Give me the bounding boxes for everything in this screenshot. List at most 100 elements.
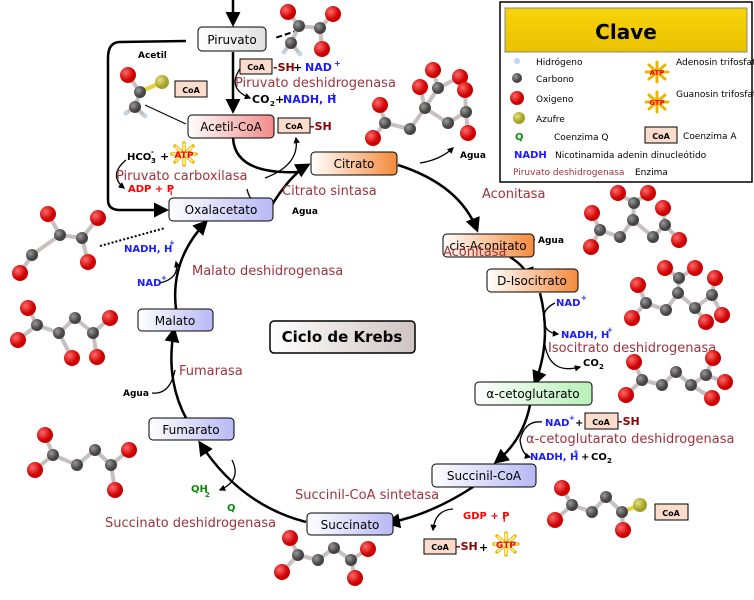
oxygen-atom bbox=[37, 427, 53, 443]
svg-text:+: + bbox=[581, 452, 589, 463]
oxygen-atom bbox=[274, 564, 290, 580]
svg-text:Acetil-CoA: Acetil-CoA bbox=[200, 120, 262, 134]
svg-text:NAD: NAD bbox=[556, 298, 580, 309]
cetoglutarato-molecule bbox=[618, 350, 733, 406]
svg-text:NADH: NADH bbox=[514, 150, 547, 161]
coa-box bbox=[174, 80, 208, 98]
carbon-atom bbox=[600, 491, 612, 503]
oxygen-atom bbox=[20, 300, 36, 316]
svg-text:Oxalacetato: Oxalacetato bbox=[185, 203, 258, 217]
carbon-atom bbox=[87, 327, 99, 339]
enzyme-alfa-cetoglutarato-deshidrogenasa: α-cetoglutarato deshidrogenasa bbox=[526, 432, 734, 447]
hydrogen-atom bbox=[297, 51, 303, 57]
svg-text:+: + bbox=[573, 448, 579, 456]
carbon-atom bbox=[672, 287, 684, 299]
oxygen-atom bbox=[80, 254, 96, 270]
node-piruvato[interactable]: Piruvato bbox=[197, 26, 267, 52]
enzyme-aconitasa-2: Aconitasa bbox=[443, 245, 506, 260]
carbon-atom bbox=[460, 106, 472, 118]
oxygen-atom bbox=[412, 79, 428, 95]
oxygen-atom bbox=[687, 260, 703, 276]
svg-text:+: + bbox=[169, 239, 175, 247]
svg-text:NADH, H: NADH, H bbox=[561, 330, 609, 341]
svg-text:Coenzima Q: Coenzima Q bbox=[554, 133, 608, 143]
enzyme-malato-deshidrogenasa: Malato deshidrogenasa bbox=[192, 264, 343, 279]
enzyme-aconitasa-1: Aconitasa bbox=[482, 187, 545, 202]
svg-text:CO: CO bbox=[252, 93, 269, 106]
carbon-atom bbox=[285, 37, 297, 49]
hydrogen-atom bbox=[281, 49, 287, 55]
arrow-citrato-cis-aconitato bbox=[397, 163, 480, 233]
oxygen-atom bbox=[671, 232, 687, 248]
node-succinil-coa[interactable]: Succinil-CoA bbox=[431, 463, 537, 488]
gtp-icon: GTP bbox=[492, 531, 520, 557]
oxygen-atom bbox=[655, 200, 671, 216]
oxygen-atom bbox=[626, 354, 642, 370]
oxygen-atom bbox=[372, 97, 388, 113]
oxygen-atom bbox=[365, 130, 381, 146]
node-oxalacetato[interactable]: Oxalacetato bbox=[168, 197, 274, 222]
carbon-atom bbox=[404, 123, 416, 135]
svg-text:HCO: HCO bbox=[127, 152, 151, 163]
svg-text:+: + bbox=[293, 61, 302, 74]
svg-text:ATP: ATP bbox=[650, 69, 665, 77]
svg-text:+: + bbox=[330, 91, 337, 100]
carbon-atom bbox=[673, 272, 685, 284]
carbon-atom bbox=[670, 366, 682, 378]
svg-text:Piruvato: Piruvato bbox=[207, 33, 256, 47]
svg-text:Adenosin trifosfato: Adenosin trifosfato bbox=[676, 58, 754, 68]
oxygen-atom bbox=[584, 205, 600, 221]
oxygen-atom bbox=[452, 69, 468, 85]
enzyme-fumarasa: Fumarasa bbox=[179, 364, 243, 379]
carbon-atom bbox=[659, 219, 671, 231]
svg-text:+: + bbox=[569, 414, 575, 422]
carbon-atom bbox=[76, 232, 88, 244]
svg-text:Oxigeno: Oxigeno bbox=[536, 95, 574, 105]
svg-text:+: + bbox=[160, 150, 169, 163]
oxygen-atom bbox=[27, 462, 43, 478]
oxygen-atom bbox=[12, 265, 28, 281]
node-malato[interactable]: Malato bbox=[137, 308, 214, 332]
carbon-atom bbox=[628, 197, 640, 209]
oxygen-atom bbox=[705, 350, 721, 366]
node-fumarato[interactable]: Fumarato bbox=[148, 417, 235, 441]
oxygen-atom bbox=[717, 374, 733, 390]
svg-text:+: + bbox=[275, 93, 284, 106]
svg-text:2: 2 bbox=[270, 100, 275, 108]
label-agua-aconitato: Agua bbox=[538, 236, 564, 246]
svg-text:ATP: ATP bbox=[174, 151, 193, 161]
svg-text:-SH: -SH bbox=[273, 61, 295, 74]
coa-box bbox=[239, 58, 273, 75]
node-acetil-coa[interactable]: Acetil-CoA bbox=[187, 114, 275, 139]
node-cis-aconitato[interactable]: cis-Aconitato bbox=[442, 233, 535, 258]
oxygen-atom bbox=[624, 310, 640, 326]
svg-text:3: 3 bbox=[151, 157, 156, 165]
svg-text:-SH: -SH bbox=[618, 415, 640, 428]
label-acetil: Acetil bbox=[138, 51, 167, 61]
oxygen-atom bbox=[460, 125, 476, 141]
svg-text:2: 2 bbox=[607, 457, 612, 465]
oxygen-atom bbox=[457, 82, 473, 98]
svg-text:NADH, H: NADH, H bbox=[530, 452, 578, 463]
carbon-atom bbox=[647, 231, 659, 243]
node-d-isocitrato[interactable]: D-Isocitrato bbox=[486, 268, 579, 293]
carbon-atom bbox=[442, 117, 454, 129]
node-citrato[interactable]: Citrato bbox=[310, 151, 398, 176]
atp-icon: ATP bbox=[170, 141, 198, 167]
arrow-piruvato-oxalacetato bbox=[106, 39, 187, 218]
enzyme-citrato-sintasa: Citrato sintasa bbox=[282, 184, 377, 199]
svg-text:+: + bbox=[479, 541, 488, 554]
oxygen-atom bbox=[707, 270, 723, 286]
carbon-atom bbox=[292, 549, 304, 561]
node-alfa-cetoglutarato[interactable]: α-cetoglutarato bbox=[474, 381, 593, 406]
carbon-atom bbox=[419, 102, 431, 114]
svg-text:QH: QH bbox=[191, 484, 208, 495]
oxygen-atom bbox=[583, 239, 599, 255]
svg-text:CoA: CoA bbox=[182, 86, 200, 95]
svg-text:i: i bbox=[503, 516, 505, 524]
coa-box bbox=[584, 412, 619, 430]
carbon-atom bbox=[432, 82, 444, 94]
node-succinato[interactable]: Succinato bbox=[306, 512, 394, 536]
carbon-atom bbox=[54, 229, 66, 241]
oxygen-atom bbox=[704, 390, 720, 406]
